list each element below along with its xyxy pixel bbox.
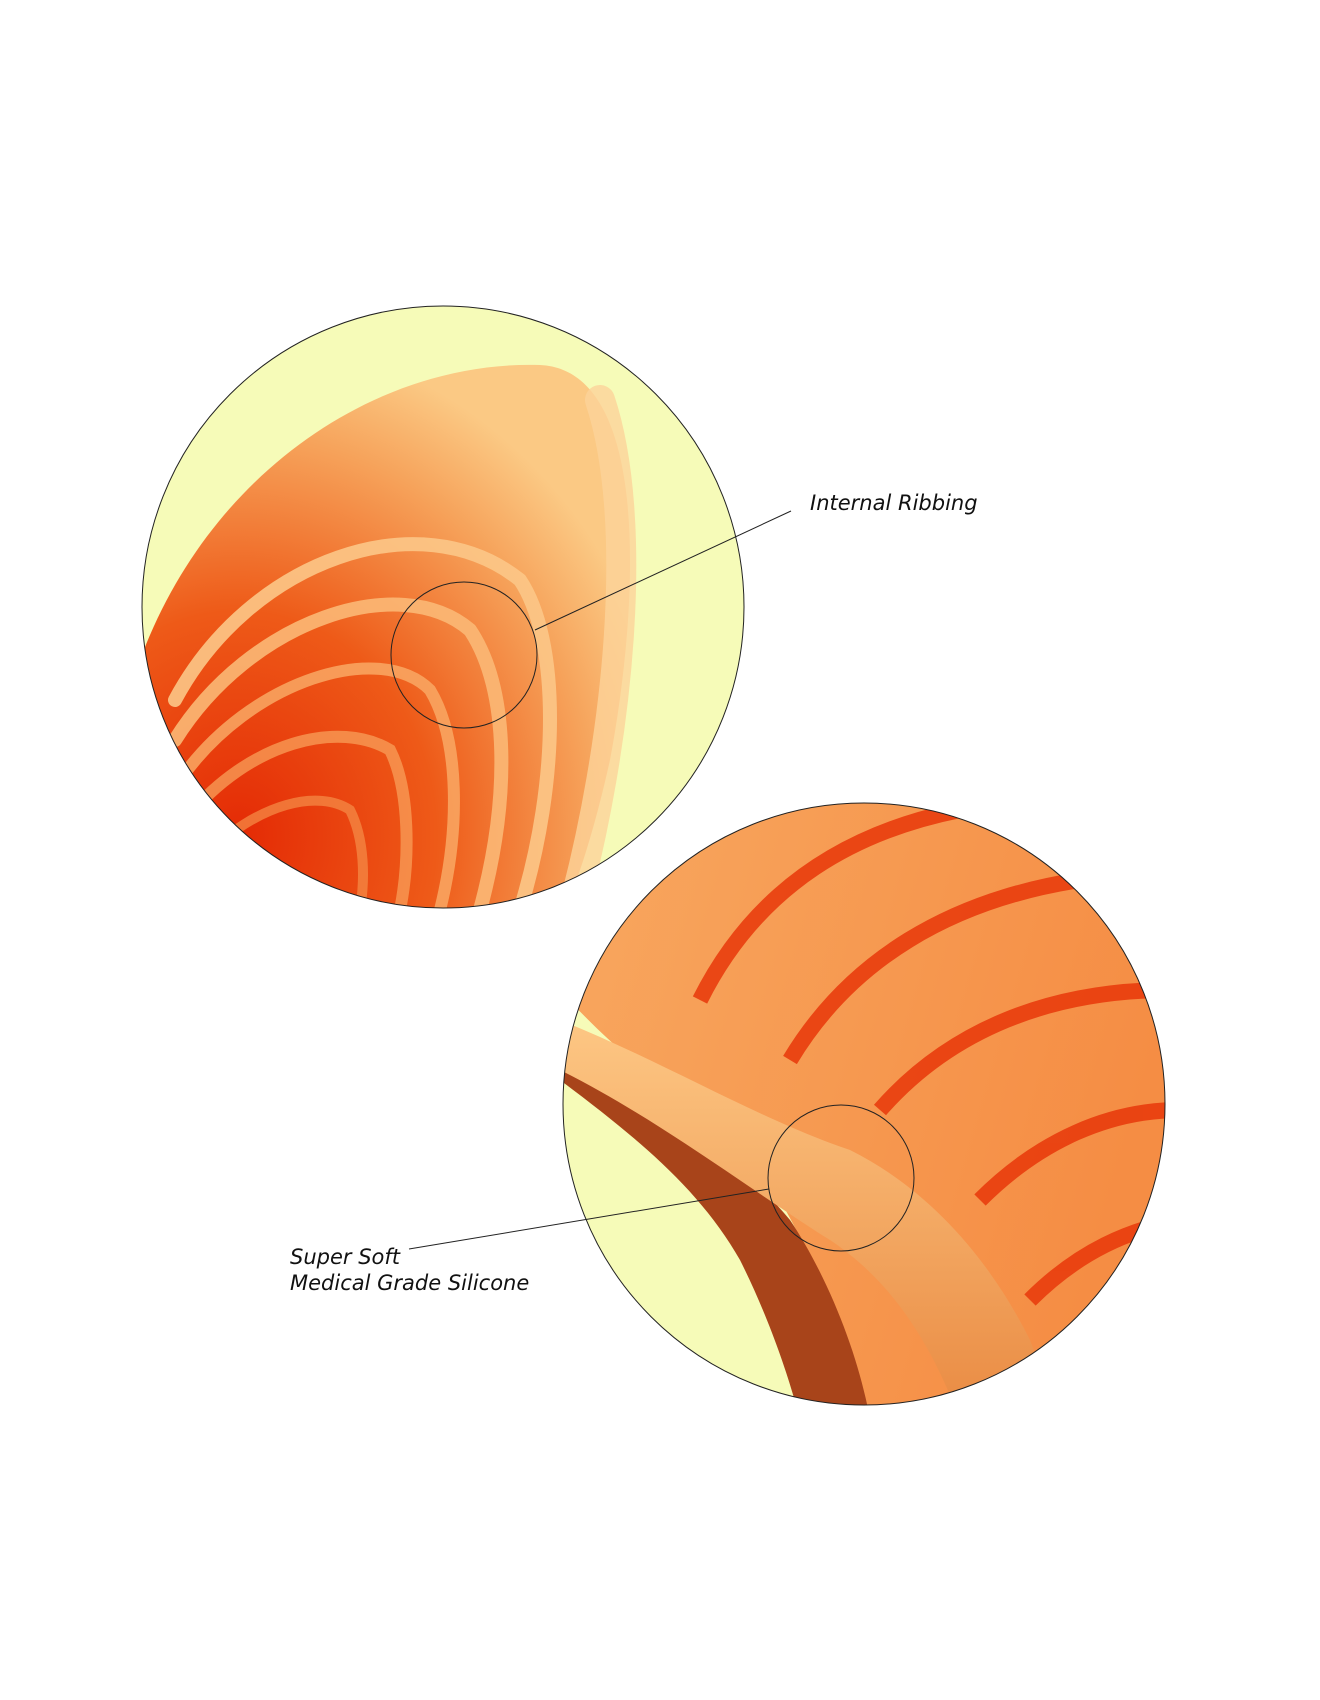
silicone-label: Super Soft Medical Grade Silicone bbox=[290, 1244, 529, 1296]
internal-ribbing-view bbox=[141, 305, 792, 909]
silicone-label-line2: Medical Grade Silicone bbox=[290, 1271, 530, 1295]
silicone-label-line1: Super Soft bbox=[290, 1245, 401, 1269]
internal-ribbing-label: Internal Ribbing bbox=[810, 491, 978, 515]
detail-circle-ribbing bbox=[390, 581, 538, 729]
detail-circle-silicone bbox=[767, 1104, 915, 1252]
leader-line-silicone bbox=[408, 1188, 770, 1250]
leader-line-ribbing bbox=[534, 510, 792, 631]
silicone-view bbox=[408, 802, 1166, 1406]
